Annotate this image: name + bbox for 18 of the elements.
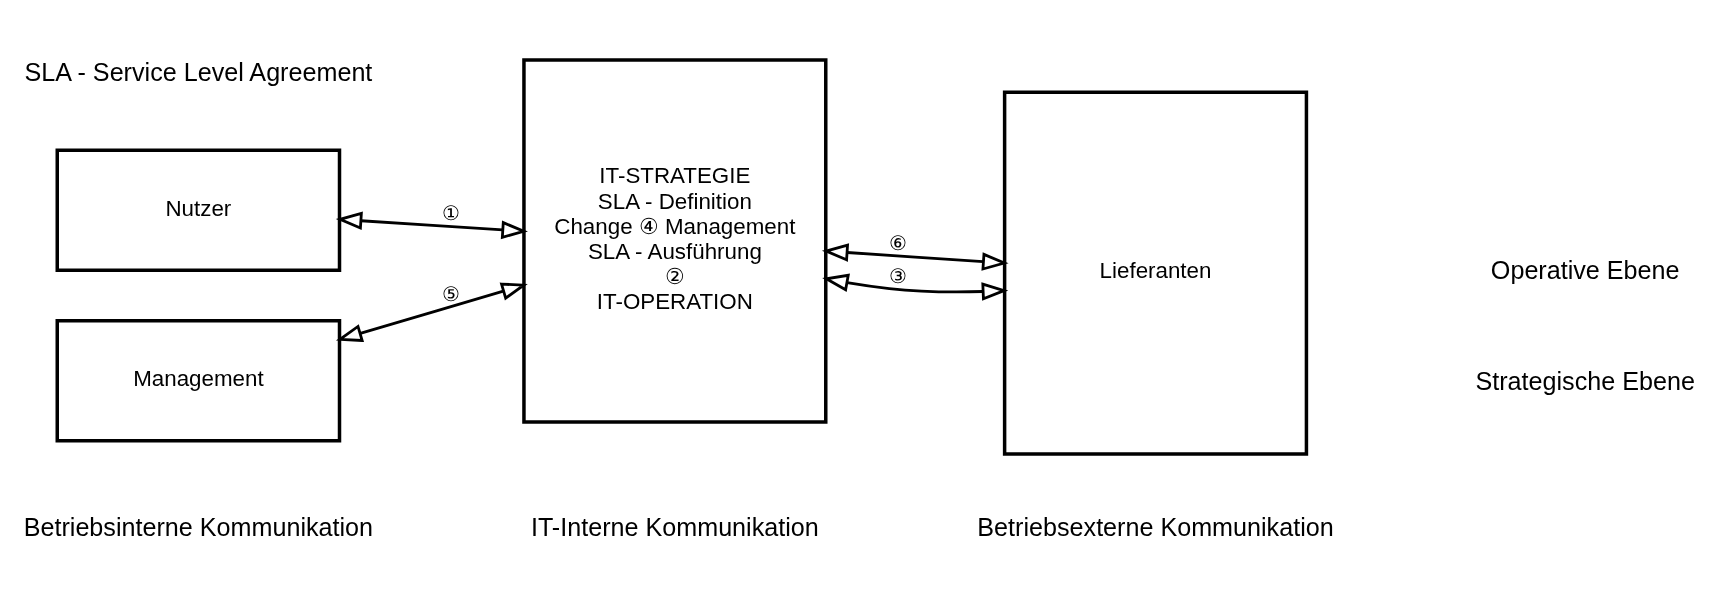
edge-label: ⑤ (441, 282, 460, 305)
label: IT-Interne Kommunikation (530, 512, 819, 541)
label: Betriebsexterne Kommunikation (976, 512, 1334, 541)
label: Strategische Ebene (1474, 366, 1695, 395)
edge-label: ⑥ (888, 231, 907, 254)
label: SLA - Service Level Agreement (23, 57, 372, 86)
node-box: IT-STRATEGIE SLA - Definition Change ④ Management SLA - Ausführung ② IT-OPERATION (521, 57, 827, 424)
node-box: Nutzer (55, 147, 341, 272)
arrow (821, 273, 1008, 301)
node-box: Management (55, 318, 341, 443)
arrow (335, 211, 528, 239)
label: Betriebsinterne Kommunikation (23, 512, 373, 541)
node-box: Lieferanten (1002, 89, 1308, 456)
edge-label: ① (441, 201, 460, 224)
edge-label: ③ (888, 264, 907, 287)
arrow (335, 282, 528, 342)
arrow (821, 242, 1009, 271)
label: Operative Ebene (1490, 255, 1680, 284)
